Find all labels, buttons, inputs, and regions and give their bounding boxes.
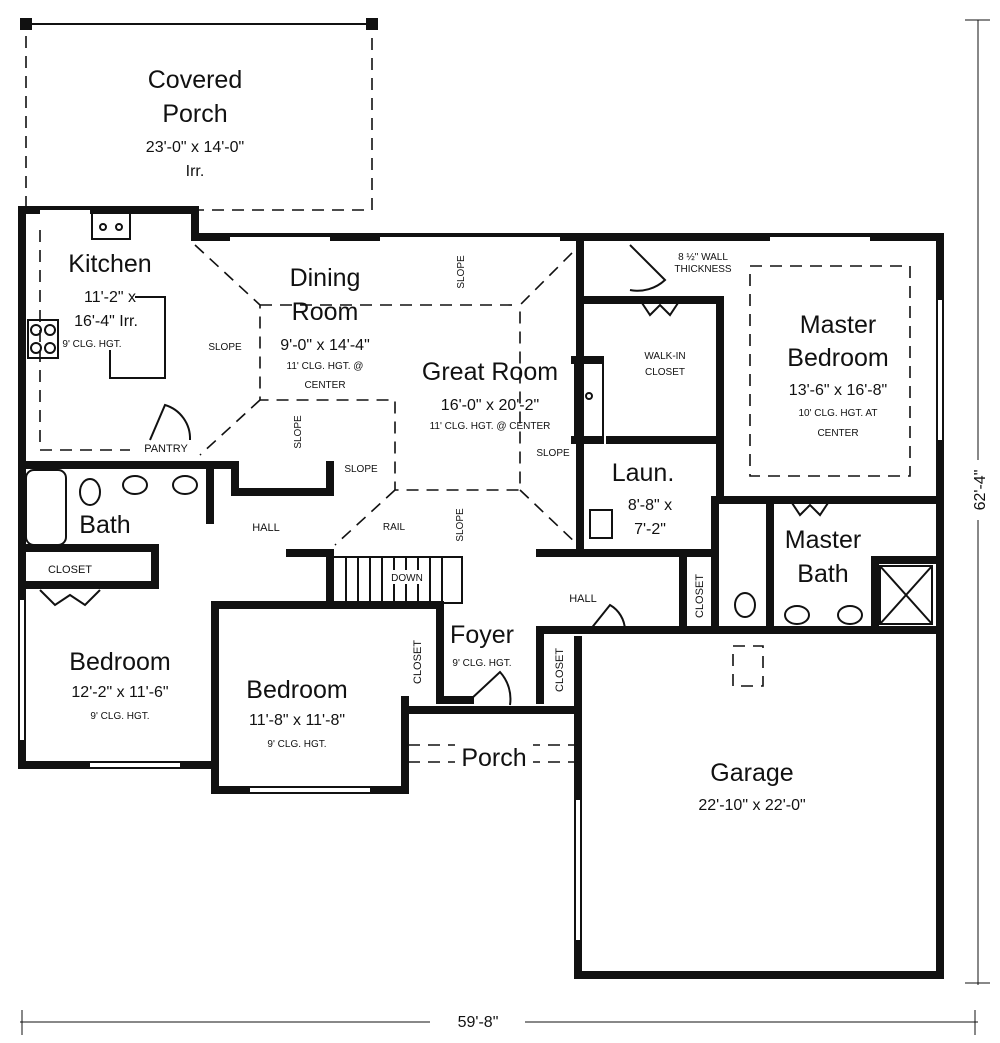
room-name: Dining xyxy=(290,264,361,292)
room-garage: Garage 22'-10" x 22'-0" xyxy=(698,759,805,814)
room-master-bath: Master Bath xyxy=(785,526,861,588)
door-swing xyxy=(589,603,626,631)
shower-icon xyxy=(879,565,933,625)
room-size: 8'-8" x xyxy=(628,497,672,514)
room-size: 12'-2" x 11'-6" xyxy=(71,684,168,701)
depth-dimension: 62'-4" xyxy=(972,470,989,511)
room-name: Room xyxy=(292,298,359,326)
ceiling-height: CENTER xyxy=(817,428,858,439)
room-name: Bath xyxy=(797,560,848,588)
room-name: Bedroom xyxy=(787,344,888,372)
ceiling-height: CENTER xyxy=(304,380,345,391)
room-great-room: Great Room 16'-0" x 20'-2" 11' CLG. HGT.… xyxy=(422,358,558,432)
room-name: Foyer xyxy=(450,621,514,649)
ceiling-height: 11' CLG. HGT. @ xyxy=(287,361,364,372)
bathtub-icon xyxy=(25,469,67,546)
room-name: Great Room xyxy=(422,358,558,386)
room-name: Kitchen xyxy=(68,250,151,278)
wall-thickness-note: 8 ½" WALL THICKNESS xyxy=(674,252,732,275)
door-swing xyxy=(629,244,667,292)
room-name: Porch xyxy=(162,100,227,128)
note: 8 ½" WALL xyxy=(678,252,728,263)
room-covered-porch: Covered Porch 23'-0" x 14'-0" Irr. xyxy=(146,66,244,180)
room-name: Master xyxy=(785,526,861,554)
fireplace-icon xyxy=(574,361,604,441)
slope-label: SLOPE xyxy=(293,415,304,449)
bifold-door xyxy=(789,499,831,517)
closet-label: CLOSET xyxy=(645,367,685,378)
closet-label: CLOSET xyxy=(412,640,424,684)
room-name: Covered xyxy=(148,66,243,94)
room-bath: Bath xyxy=(79,511,130,539)
interior-walls xyxy=(18,233,944,704)
room-size: 16'-0" x 20'-2" xyxy=(441,397,539,414)
ceiling-height: 11' CLG. HGT. @ CENTER xyxy=(430,421,551,432)
note: THICKNESS xyxy=(674,264,732,275)
room-kitchen: Kitchen 11'-2" x 16'-4" Irr. 9' CLG. HGT… xyxy=(62,250,151,350)
exterior-walls xyxy=(18,206,944,979)
pantry-label: PANTRY xyxy=(144,443,188,455)
room-bedroom-1: Bedroom 12'-2" x 11'-6" 9' CLG. HGT. xyxy=(69,648,170,722)
room-name: Master xyxy=(800,311,876,339)
ceiling-height: 10' CLG. HGT. AT xyxy=(799,408,878,419)
master-sink-icon xyxy=(837,605,863,625)
closet-label: WALK-IN xyxy=(644,351,685,362)
room-size: 11'-2" x xyxy=(84,289,136,306)
room-laundry: Laun. 8'-8" x 7'-2" xyxy=(612,459,675,538)
room-size: 13'-6" x 16'-8" xyxy=(789,382,887,399)
room-size: 16'-4" Irr. xyxy=(74,313,138,330)
bifold-door xyxy=(39,589,101,607)
bath-sink-icon xyxy=(172,475,198,495)
room-size: 9'-0" x 14'-4" xyxy=(280,337,370,354)
fixtures xyxy=(25,212,933,706)
hall-label: HALL xyxy=(252,522,280,534)
room-note: Irr. xyxy=(186,163,205,180)
ceiling-height: 9' CLG. HGT. xyxy=(90,711,149,722)
width-dimension: 59'-8" xyxy=(458,1014,499,1031)
toilet-icon xyxy=(79,478,101,506)
slope-label: SLOPE xyxy=(208,342,242,353)
room-dining: Dining Room 9'-0" x 14'-4" 11' CLG. HGT.… xyxy=(280,264,370,391)
closet-label: CLOSET xyxy=(694,574,706,618)
room-master-bedroom: Master Bedroom 13'-6" x 16'-8" 10' CLG. … xyxy=(787,311,888,439)
room-name: Laun. xyxy=(612,459,675,487)
stairs-down-label: DOWN xyxy=(391,573,423,584)
master-toilet-icon xyxy=(734,592,756,618)
ceiling-height: 9' CLG. HGT. xyxy=(62,339,121,350)
kitchen-sink xyxy=(91,212,131,240)
room-name: Bedroom xyxy=(69,648,170,676)
slope-label: SLOPE xyxy=(456,255,467,289)
closet-label: CLOSET xyxy=(554,648,566,692)
slope-label: SLOPE xyxy=(536,448,570,459)
walk-in-closet: WALK-IN CLOSET xyxy=(644,351,685,378)
kitchen-island xyxy=(109,296,166,379)
laundry-sink-icon xyxy=(589,509,613,539)
hall-label: HALL xyxy=(569,593,597,605)
ceiling-height: 9' CLG. HGT. xyxy=(267,739,326,750)
room-foyer: Foyer 9' CLG. HGT. xyxy=(450,621,514,669)
room-name: Bedroom xyxy=(246,676,347,704)
ceiling-lines xyxy=(39,230,911,763)
slope-label: SLOPE xyxy=(344,464,378,475)
bifold-door xyxy=(639,299,681,317)
door-swing xyxy=(469,670,512,706)
room-name: Garage xyxy=(710,759,793,787)
room-porch: Porch xyxy=(461,744,526,772)
room-size: 11'-8" x 11'-8" xyxy=(249,712,345,729)
room-size: 22'-10" x 22'-0" xyxy=(698,797,805,814)
master-sink-icon xyxy=(784,605,810,625)
stove-icon xyxy=(27,319,59,359)
slope-label: SLOPE xyxy=(455,508,466,542)
room-bedroom-2: Bedroom 11'-8" x 11'-8" 9' CLG. HGT. xyxy=(246,676,347,750)
closet-label: CLOSET xyxy=(48,564,92,576)
bath-sink-icon xyxy=(122,475,148,495)
rail-label: RAIL xyxy=(383,522,406,533)
room-size: 7'-2" xyxy=(634,521,666,538)
door-swing xyxy=(149,403,192,441)
room-size: 23'-0" x 14'-0" xyxy=(146,139,244,156)
ceiling-height: 9' CLG. HGT. xyxy=(452,658,511,669)
